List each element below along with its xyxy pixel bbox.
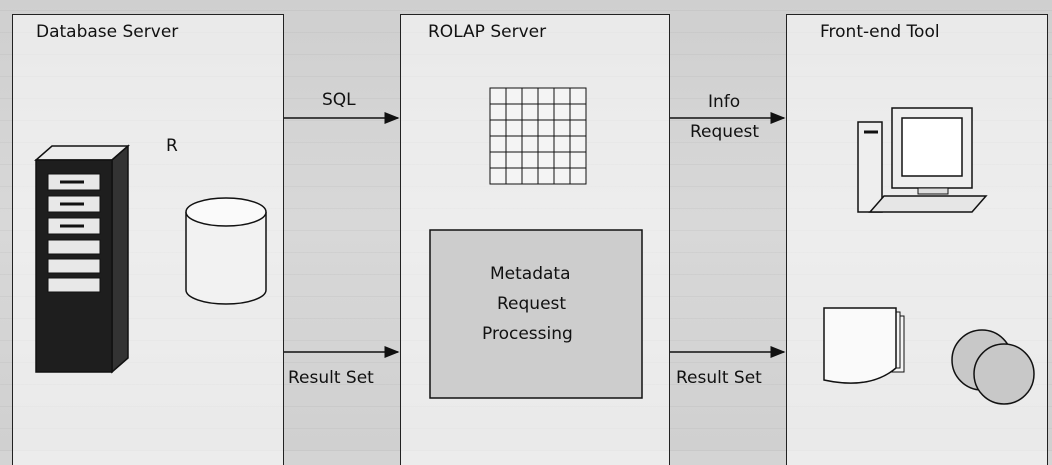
grid-cell bbox=[569, 87, 587, 105]
grid-cell bbox=[505, 135, 523, 153]
grid-cell bbox=[569, 119, 587, 137]
result-set-left-label: Result Set bbox=[288, 368, 374, 388]
grid-cell bbox=[553, 119, 571, 137]
grid-cell bbox=[569, 135, 587, 153]
grid-cell bbox=[537, 167, 555, 185]
grid-cell bbox=[569, 167, 587, 185]
grid-cell bbox=[521, 87, 539, 105]
grid-cell bbox=[553, 167, 571, 185]
grid-cell bbox=[489, 151, 507, 169]
grid-cell bbox=[489, 103, 507, 121]
grid-cube-icon bbox=[489, 87, 587, 185]
circles-icon bbox=[951, 329, 1035, 405]
grid-cell bbox=[537, 119, 555, 137]
result-set-right-label: Result Set bbox=[676, 368, 762, 388]
metadata-line-3: Processing bbox=[482, 324, 573, 344]
grid-cell bbox=[553, 151, 571, 169]
grid-cell bbox=[553, 87, 571, 105]
grid-cell bbox=[505, 87, 523, 105]
grid-cell bbox=[537, 87, 555, 105]
grid-cell bbox=[505, 167, 523, 185]
grid-cell bbox=[537, 103, 555, 121]
grid-cell bbox=[521, 151, 539, 169]
request-label: Request bbox=[690, 122, 760, 142]
grid-cell bbox=[569, 151, 587, 169]
grid-cell bbox=[521, 119, 539, 137]
info-label: Info bbox=[708, 92, 741, 112]
grid-cell bbox=[537, 151, 555, 169]
grid-cell bbox=[521, 103, 539, 121]
database-cylinder-icon bbox=[185, 197, 267, 305]
grid-cell bbox=[489, 135, 507, 153]
grid-cell bbox=[537, 135, 555, 153]
metadata-line-2: Request bbox=[497, 294, 567, 314]
grid-cell bbox=[505, 151, 523, 169]
grid-cell bbox=[569, 103, 587, 121]
grid-cell bbox=[553, 103, 571, 121]
grid-cell bbox=[489, 87, 507, 105]
grid-cell bbox=[521, 135, 539, 153]
grid-cell bbox=[505, 119, 523, 137]
metadata-box bbox=[429, 229, 643, 399]
server-rack-icon bbox=[34, 144, 130, 374]
grid-cell bbox=[521, 167, 539, 185]
grid-cell bbox=[489, 119, 507, 137]
diagram-graphics bbox=[34, 87, 1035, 405]
rolap-server-title: ROLAP Server bbox=[428, 22, 547, 42]
computer-icon bbox=[857, 107, 988, 213]
frontend-tool-title: Front-end Tool bbox=[820, 22, 940, 42]
grid-cell bbox=[489, 167, 507, 185]
sql-label: SQL bbox=[322, 90, 356, 110]
database-server-title: Database Server bbox=[36, 22, 179, 42]
grid-cell bbox=[553, 135, 571, 153]
label-r: R bbox=[166, 136, 178, 156]
grid-cell bbox=[505, 103, 523, 121]
metadata-line-1: Metadata bbox=[490, 264, 571, 284]
documents-icon bbox=[823, 307, 905, 384]
